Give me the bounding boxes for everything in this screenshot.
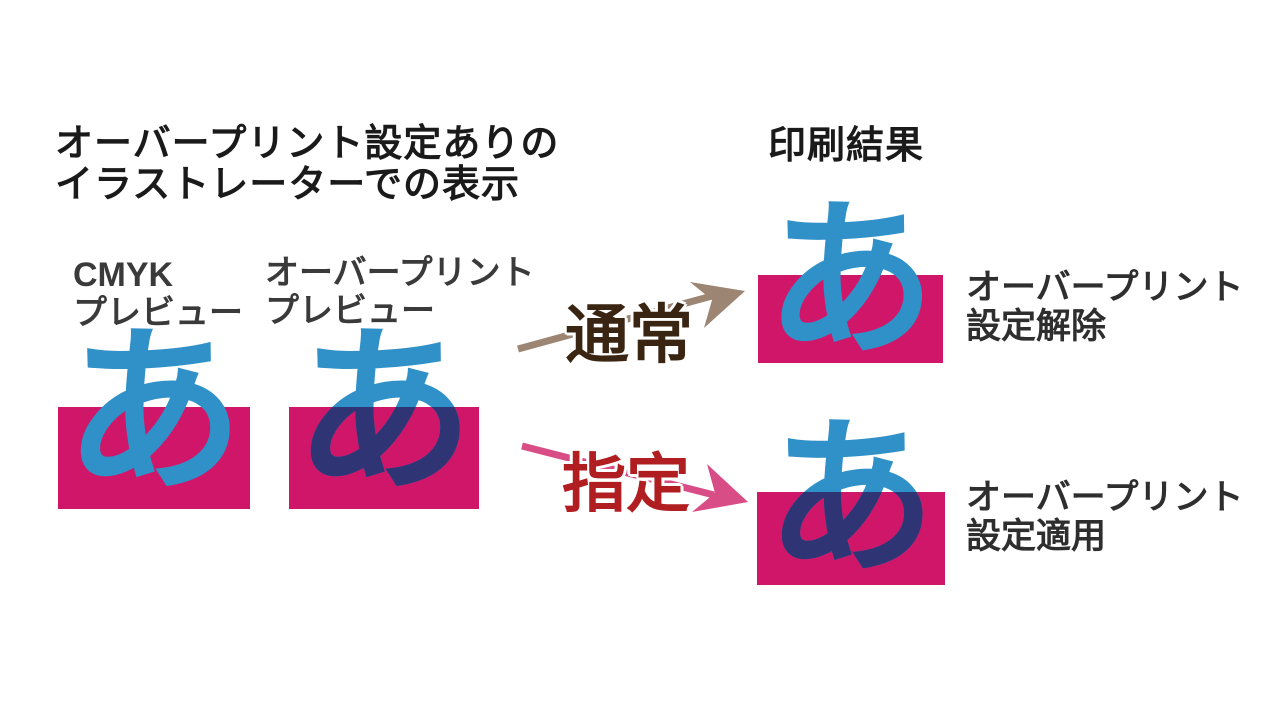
normal-arrow-label: 通常: [565, 299, 693, 371]
artwork-result-applied: あ あ: [757, 414, 945, 586]
glyph-a-overprint-dark: あ: [757, 492, 945, 584]
result-released-label-line1: オーバープリント: [966, 268, 1244, 307]
specified-arrow-label: 指定: [562, 448, 690, 520]
glyph-a-blue: あ: [293, 312, 474, 513]
normal-arrowhead-icon: [690, 282, 745, 328]
overprint-preview-label: オーバープリント プレビュー: [265, 254, 535, 330]
glyph-a-overprint-dark: あ: [293, 407, 474, 509]
result-applied-label-line2: 設定適用: [966, 517, 1107, 556]
glyph-a-blue: あ: [765, 404, 936, 594]
cmyk-preview-label-line2: プレビュー: [73, 294, 243, 332]
artwork-cmyk-preview: あ: [58, 323, 250, 512]
magenta-rectangle: [58, 407, 250, 509]
overprint-preview-label-line2: プレビュー: [265, 292, 435, 330]
print-result-title: 印刷結果: [768, 125, 925, 167]
magenta-rectangle: [758, 275, 943, 363]
overprint-preview-label-line1: オーバープリント: [265, 254, 535, 292]
glyph-a-blue: あ: [765, 186, 936, 376]
illustrator-view-title: オーバープリント設定ありの イラストレーターでの表示: [55, 124, 559, 206]
glyph-a-blue: あ: [63, 312, 244, 513]
illustrator-view-title-line1: オーバープリント設定ありの: [55, 123, 560, 165]
result-applied-label-line1: オーバープリント: [966, 478, 1244, 517]
artwork-overprint-preview: あ あ: [289, 323, 479, 512]
result-released-label: オーバープリント 設定解除: [966, 268, 1244, 346]
illustrator-view-title-line2: イラストレーターでの表示: [55, 164, 520, 206]
cmyk-preview-label-line1: CMYK: [73, 256, 174, 294]
overprint-overlap-clip: あ: [757, 492, 945, 585]
magenta-rectangle: [289, 407, 479, 509]
specified-arrowhead-icon: [692, 464, 748, 512]
overprint-overlap-clip: あ: [289, 407, 479, 509]
artwork-result-released: あ: [758, 196, 943, 366]
result-released-label-line2: 設定解除: [966, 307, 1107, 346]
magenta-rectangle: [757, 492, 945, 585]
cmyk-preview-label: CMYK プレビュー: [73, 256, 243, 332]
result-applied-label: オーバープリント 設定適用: [966, 478, 1244, 556]
